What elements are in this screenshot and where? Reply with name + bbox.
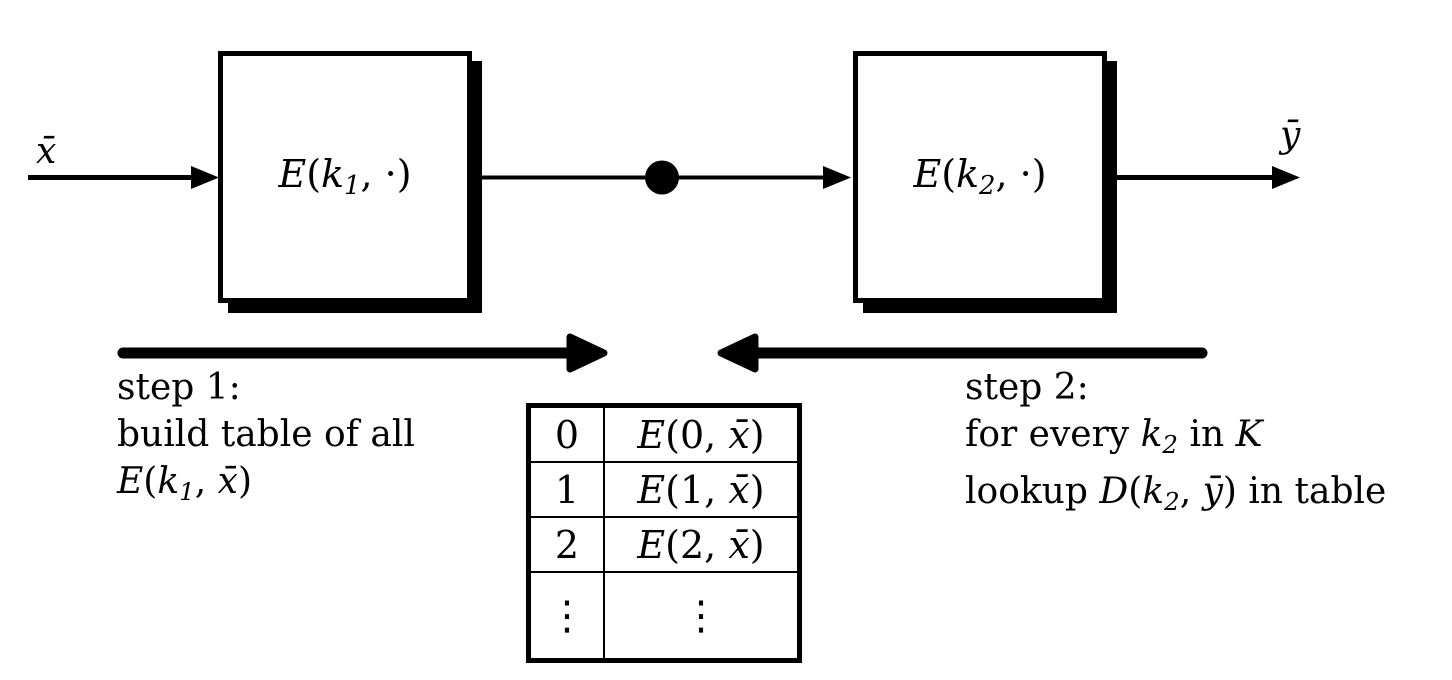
encryption-block-2-label: E(k2, ·) — [913, 152, 1047, 202]
table-row: 1 E(1, x̄) — [527, 461, 801, 518]
step1-line3: E(k1, x̄) — [117, 461, 252, 506]
table-key-cell: ⋮ — [527, 571, 605, 662]
table-row: 0 E(0, x̄) — [527, 404, 801, 463]
output-arrowhead-icon — [1272, 166, 1300, 189]
junction-dot — [645, 160, 679, 195]
table-row: 2 E(2, x̄) — [527, 516, 801, 573]
step2-line3: lookup D(k2, ȳ) in table — [965, 470, 1387, 516]
step1-line2: build table of all — [117, 414, 415, 455]
encryption-block-2: E(k2, ·) — [853, 51, 1107, 303]
table-row-ellipsis: ⋮ ⋮ — [527, 571, 801, 662]
table-key-cell: 0 — [527, 404, 605, 463]
table-value-cell: E(0, x̄) — [603, 404, 801, 463]
step2-line2: for every k2 in K — [965, 414, 1263, 459]
step1-line1: step 1: — [117, 367, 241, 408]
step1-annotation: step 1: build table of all E(k1, x̄) — [117, 364, 415, 515]
lookup-table: 0 E(0, x̄) 1 E(1, x̄) 2 E(2, x̄) ⋮ ⋮ — [526, 403, 802, 663]
encryption-block-1: E(k1, ·) — [218, 51, 472, 303]
step2-annotation: step 2: for every k2 in K lookup D(k2, y… — [965, 364, 1386, 525]
input-arrowhead-icon — [191, 166, 219, 189]
output-label-ybar: ȳ — [1280, 115, 1301, 156]
table-value-cell: E(1, x̄) — [603, 461, 801, 518]
step2-line1: step 2: — [965, 367, 1089, 408]
table-key-cell: 2 — [527, 516, 605, 573]
table-value-cell: E(2, x̄) — [603, 516, 801, 573]
middle-arrowhead-icon — [823, 166, 851, 189]
encryption-block-1-label: E(k1, ·) — [278, 152, 412, 202]
table-key-cell: 1 — [527, 461, 605, 518]
input-label-xbar: x̄ — [36, 131, 57, 172]
table-value-cell: ⋮ — [603, 571, 801, 662]
